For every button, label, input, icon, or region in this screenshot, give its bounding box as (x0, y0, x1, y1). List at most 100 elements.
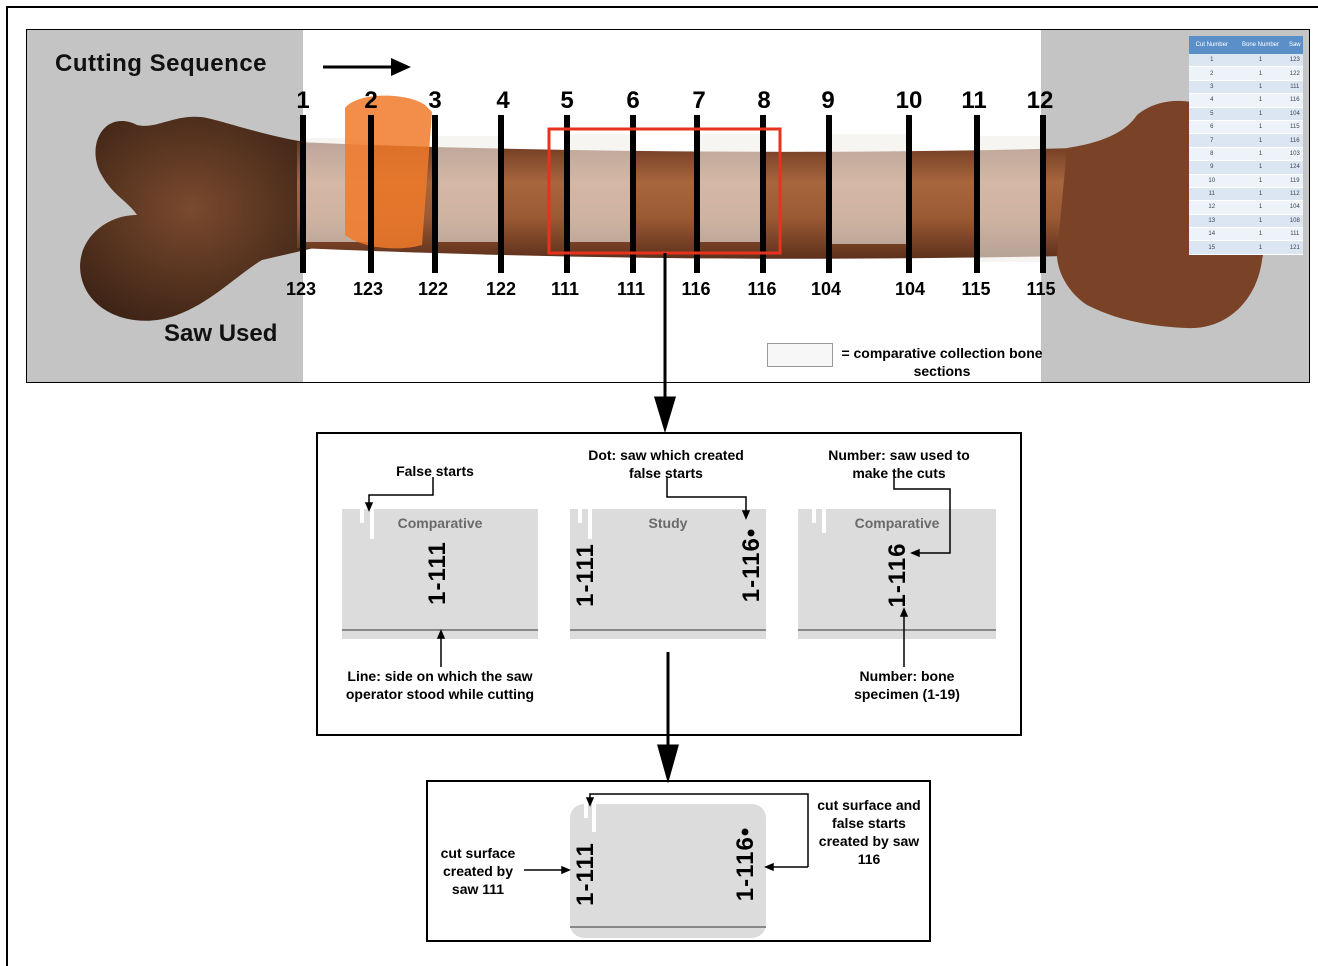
table-cell: 1 (1189, 54, 1235, 68)
example-section-panel: cut surface created by saw 111 cut surfa… (426, 780, 931, 942)
cut-surface-111-note: cut surface created by saw 111 (440, 845, 516, 897)
cut-number: 5 (560, 87, 574, 114)
bone-note: Number: bone specimen (1-19) (854, 668, 960, 702)
cut-number: 11 (961, 87, 987, 114)
table-cell: 1 (1234, 66, 1287, 81)
example-bone-section: 1-111 1-116• (570, 804, 766, 938)
saw-used-title: Saw Used (164, 320, 278, 347)
false-start-mark (822, 509, 826, 533)
false-start-mark (588, 509, 592, 539)
legend-explanation-panel: False starts Dot: saw which created fals… (316, 432, 1022, 736)
table-cell: 9 (1189, 160, 1235, 175)
table-cell: 13 (1189, 214, 1235, 229)
legend-swatch (767, 343, 833, 367)
saw-number: 122 (485, 279, 517, 299)
table-cell: 121 (1286, 240, 1303, 255)
cutting-sequence-title: Cutting Sequence (55, 50, 268, 77)
comparative-card-right: Comparative 1-116 (798, 509, 996, 639)
table-header: Saw (1286, 36, 1303, 54)
cut-surface-116-note: cut surface and false starts created by … (817, 797, 921, 867)
table-cell: 1 (1234, 227, 1287, 242)
saw-number: 115 (961, 279, 991, 299)
table-cell: 1 (1234, 93, 1287, 108)
cut-number: 2 (364, 87, 378, 114)
cut-number: 8 (757, 87, 771, 114)
saw-number: 115 (1026, 279, 1056, 299)
table-cell: 10 (1189, 174, 1235, 188)
table-cell: 11 (1189, 187, 1235, 202)
table-cell: 1 (1234, 107, 1287, 121)
comparative-section (567, 134, 633, 242)
table-cell: 14 (1189, 227, 1235, 242)
femur-proximal-end (80, 116, 327, 321)
table-cell: 1 (1234, 80, 1287, 95)
comparative-card-left: Comparative 1-111 (342, 509, 538, 639)
operator-line (570, 926, 766, 928)
bone-code: 1-111 (424, 541, 451, 605)
table-cell: 2 (1189, 66, 1235, 81)
cut-number: 1 (296, 87, 310, 114)
line-note: Line: side on which the saw operator sto… (345, 668, 535, 702)
table-cell: 108 (1286, 214, 1303, 229)
table-cell: 123 (1286, 54, 1303, 68)
saw-number: 116 (747, 279, 777, 299)
table-cell: 103 (1286, 147, 1303, 162)
false-starts-note: False starts (396, 463, 474, 479)
table-cell: 7 (1189, 133, 1235, 148)
bone-code-right: 1-116• (732, 826, 759, 902)
card-label: Comparative (397, 515, 483, 531)
study-card: Study 1-111 1-116• (570, 509, 766, 639)
table-cell: 1 (1234, 160, 1287, 175)
card-label: Comparative (854, 515, 940, 531)
saw-number: 104 (894, 279, 926, 299)
table-cell: 12 (1189, 200, 1235, 215)
saw-number: 116 (681, 279, 711, 299)
cut-number: 10 (895, 87, 923, 114)
table-cell: 1 (1234, 214, 1287, 229)
cut-lines (300, 115, 1046, 273)
bone-code-left: 1-111 (572, 842, 599, 906)
false-start-mark (812, 509, 816, 523)
table-cell: 119 (1286, 174, 1303, 188)
table-cell: 1 (1234, 240, 1287, 255)
false-start-mark (592, 804, 596, 832)
bone-code-left: 1-111 (572, 543, 599, 607)
saw-number: 123 (352, 279, 384, 299)
cut-number: 4 (496, 87, 510, 114)
card-label: Study (648, 515, 688, 531)
table-cell: 116 (1286, 93, 1303, 108)
table-cell: 1 (1234, 54, 1287, 68)
comparative-section (829, 134, 909, 244)
saw-number: 104 (810, 279, 842, 299)
table-cell: 112 (1286, 187, 1303, 202)
table-cell: 111 (1286, 80, 1303, 95)
table-cell: 1 (1234, 147, 1287, 162)
table-cell: 115 (1286, 120, 1303, 135)
bone-code: 1-116 (884, 542, 911, 608)
false-start-mark (578, 509, 582, 523)
number-saw-note: Number: saw used to make the cuts (828, 447, 970, 481)
sequence-arrow-head (391, 58, 411, 76)
table-cell: 3 (1189, 80, 1235, 95)
legend-text: = comparative collection bone sections (841, 345, 1043, 379)
table-cell: 116 (1286, 133, 1303, 148)
table-header: Cut Number (1189, 36, 1235, 54)
false-start-mark (370, 509, 374, 539)
table-header: Bone Number (1234, 36, 1287, 54)
table-cell: 6 (1189, 120, 1235, 135)
cutting-sequence-panel: Cutting Sequence Saw Used 1 2 3 4 5 6 7 … (26, 29, 1310, 383)
table-cell: 15 (1189, 240, 1235, 255)
saw-number: 123 (285, 279, 317, 299)
false-start-mark (360, 509, 364, 523)
false-start-mark (584, 804, 588, 818)
operator-line (798, 629, 996, 631)
